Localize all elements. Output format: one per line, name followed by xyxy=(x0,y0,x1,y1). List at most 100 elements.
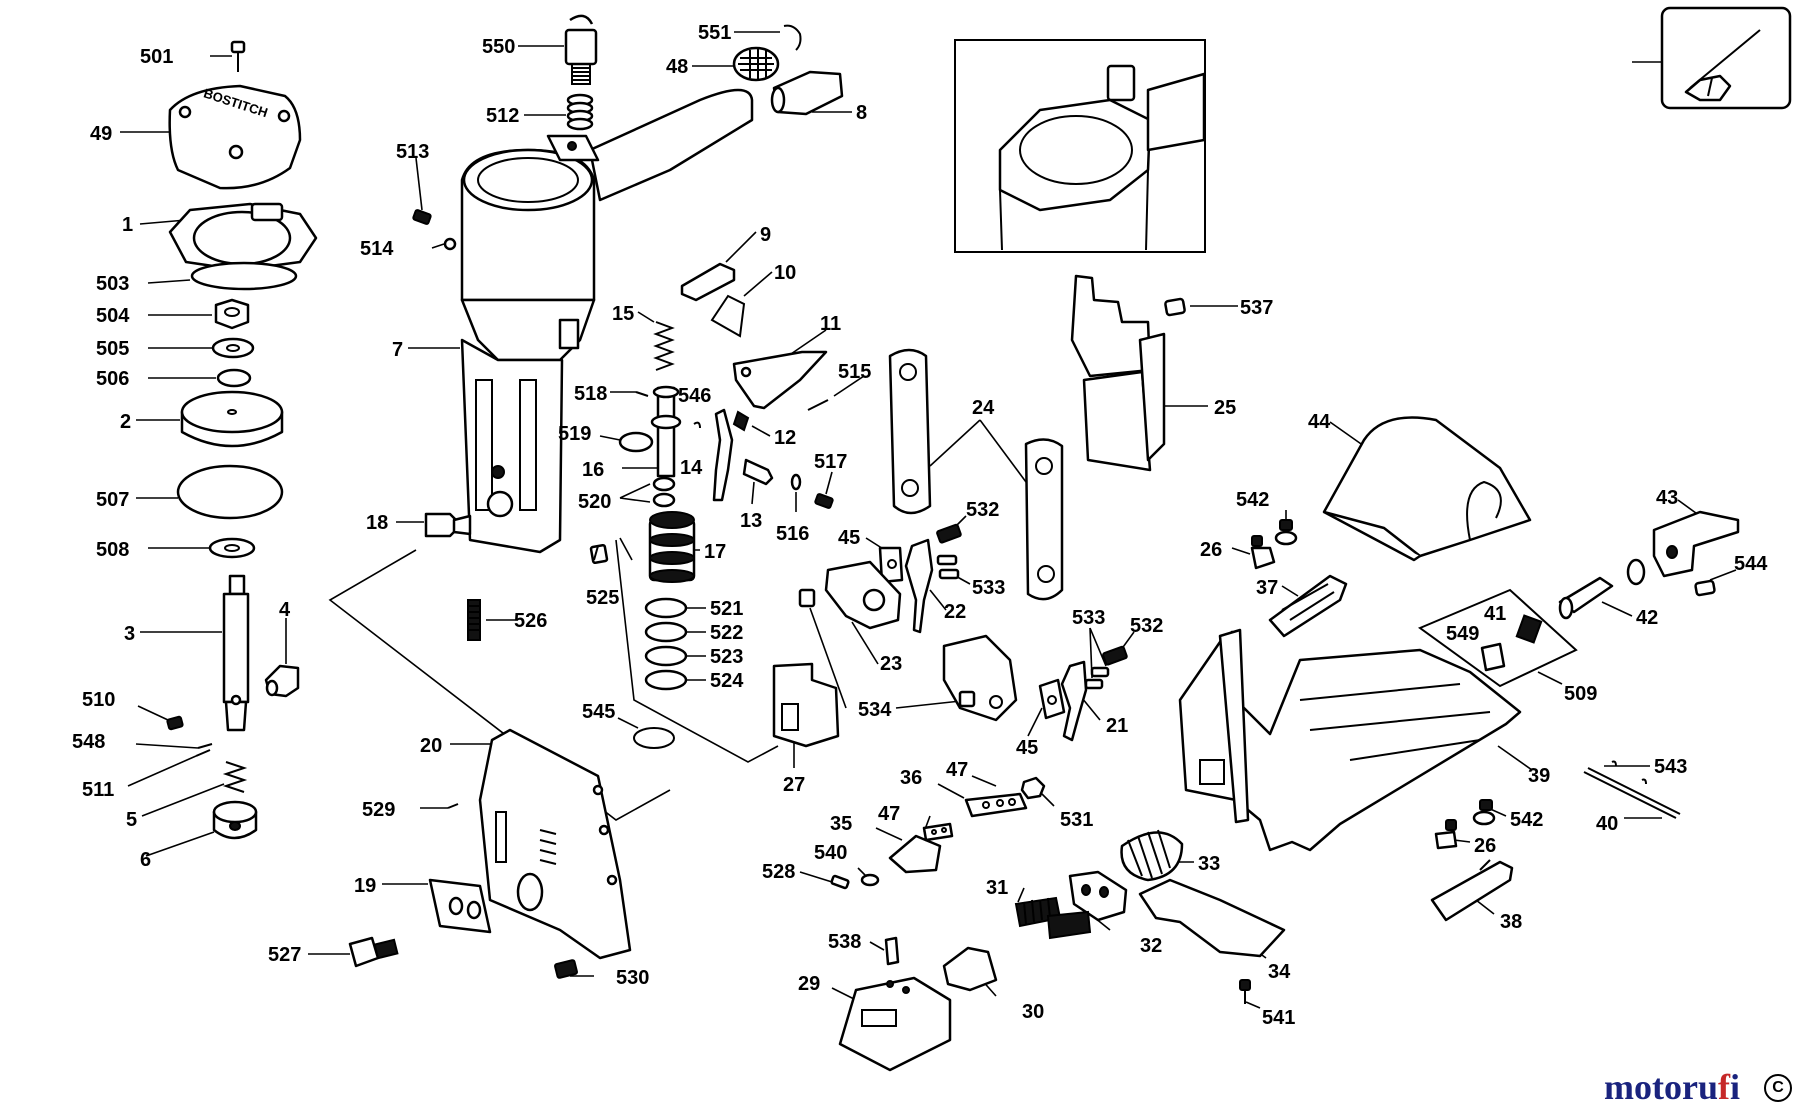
part-29-base-block xyxy=(831,976,952,1072)
label-517: 517 xyxy=(814,451,847,473)
part-533b-pins xyxy=(1084,627,1110,690)
label-548: 548 xyxy=(72,731,105,753)
label-531: 531 xyxy=(1060,809,1093,831)
part-26b-clip xyxy=(1434,819,1471,850)
part-525-pin xyxy=(589,537,633,565)
part-26a-clip xyxy=(1231,535,1276,570)
label-49: 49 xyxy=(90,123,112,145)
label-20: 20 xyxy=(420,735,442,757)
label-45b: 45 xyxy=(1016,737,1038,759)
label-15: 15 xyxy=(612,303,634,325)
part-551-snap-ring xyxy=(734,24,802,51)
part-4-connector xyxy=(264,618,300,698)
label-537: 537 xyxy=(1240,297,1273,319)
label-506: 506 xyxy=(96,368,129,390)
label-3: 3 xyxy=(124,623,135,645)
part-512-spring xyxy=(524,93,594,131)
part-49-cylinder-cap: BOSTITCH xyxy=(120,84,302,190)
label-546: 546 xyxy=(678,385,711,407)
part-533a-pins xyxy=(936,554,971,585)
label-16: 16 xyxy=(582,459,604,481)
part-526-spring xyxy=(467,599,518,641)
label-527: 527 xyxy=(268,944,301,966)
label-551: 551 xyxy=(698,22,731,44)
label-44: 44 xyxy=(1308,411,1331,433)
label-48: 48 xyxy=(666,56,688,78)
label-520: 520 xyxy=(578,491,611,513)
label-38: 38 xyxy=(1500,911,1522,933)
label-534: 534 xyxy=(858,699,892,721)
label-31: 31 xyxy=(986,877,1008,899)
part-21-cam xyxy=(1060,660,1101,742)
part-504-nut xyxy=(148,298,250,330)
part-550-swivel-fitting xyxy=(518,14,598,85)
label-533b: 533 xyxy=(1072,607,1105,629)
part-542a-screw xyxy=(1274,510,1298,546)
label-12: 12 xyxy=(774,427,796,449)
label-7: 7 xyxy=(392,339,403,361)
part-25-magazine-latch xyxy=(1070,274,1208,472)
label-516: 516 xyxy=(776,523,809,545)
part-511-pin xyxy=(127,749,211,787)
label-513: 513 xyxy=(396,141,429,163)
label-504: 504 xyxy=(96,305,130,327)
part-9-latch xyxy=(680,231,757,302)
label-523: 523 xyxy=(710,646,743,668)
label-522: 522 xyxy=(710,622,743,644)
label-518: 518 xyxy=(574,383,607,405)
label-510: 510 xyxy=(82,689,115,711)
part-39-magazine-frame xyxy=(1178,628,1533,852)
part-532b-screw xyxy=(1102,631,1135,666)
part-544-pin xyxy=(1694,569,1737,597)
label-526: 526 xyxy=(514,610,547,632)
label-11: 11 xyxy=(820,313,841,335)
part-13-pin xyxy=(742,458,774,505)
label-542a: 542 xyxy=(1236,489,1269,511)
part-45a-washer xyxy=(865,537,904,584)
label-543: 543 xyxy=(1654,756,1687,778)
watermark-accent: f xyxy=(1717,1067,1730,1107)
part-542b-screw xyxy=(1472,799,1507,826)
label-17: 17 xyxy=(704,541,726,563)
label-23: 23 xyxy=(880,653,902,675)
part-506-o-ring xyxy=(148,368,252,388)
part-27-magazine-block xyxy=(772,662,840,768)
label-541: 541 xyxy=(1262,1007,1295,1029)
part-15-spring xyxy=(637,311,675,371)
part-528-pin xyxy=(799,871,850,890)
part-5-spring xyxy=(141,761,248,817)
part-44-cover xyxy=(1322,416,1532,562)
part-23-cam-plate xyxy=(798,560,902,665)
part-517-screw xyxy=(814,471,834,509)
part-531-nut xyxy=(1020,776,1055,807)
part-545-retaining-ring xyxy=(617,717,675,749)
copyright-mark: C xyxy=(1764,1074,1792,1102)
label-26b: 26 xyxy=(1474,835,1496,857)
label-37: 37 xyxy=(1256,577,1278,599)
part-20-nose-plate xyxy=(450,728,632,960)
part-537-pin xyxy=(1164,297,1238,317)
label-42: 42 xyxy=(1636,607,1658,629)
watermark-logo: motorufi xyxy=(1604,1066,1740,1108)
part-507-bumper-ring xyxy=(136,464,284,520)
label-10: 10 xyxy=(774,262,796,284)
label-538: 538 xyxy=(828,931,861,953)
label-29: 29 xyxy=(798,973,820,995)
watermark-tail: i xyxy=(1729,1067,1740,1107)
part-32-block xyxy=(1046,870,1128,940)
label-503: 503 xyxy=(96,273,129,295)
part-534-cam-block xyxy=(809,607,1018,722)
part-18-fitting xyxy=(396,512,472,538)
part-501-screw xyxy=(210,40,246,72)
label-5: 5 xyxy=(126,809,137,831)
label-514: 514 xyxy=(360,238,394,260)
label-8: 8 xyxy=(856,102,867,124)
label-13: 13 xyxy=(740,510,762,532)
label-32: 32 xyxy=(1140,935,1162,957)
label-14: 14 xyxy=(680,457,703,479)
part-10-spring-clip xyxy=(710,271,773,338)
part-48-filter-screen xyxy=(692,46,780,82)
label-34: 34 xyxy=(1268,961,1291,983)
label-525: 525 xyxy=(586,587,619,609)
part-529-pin xyxy=(420,803,459,809)
